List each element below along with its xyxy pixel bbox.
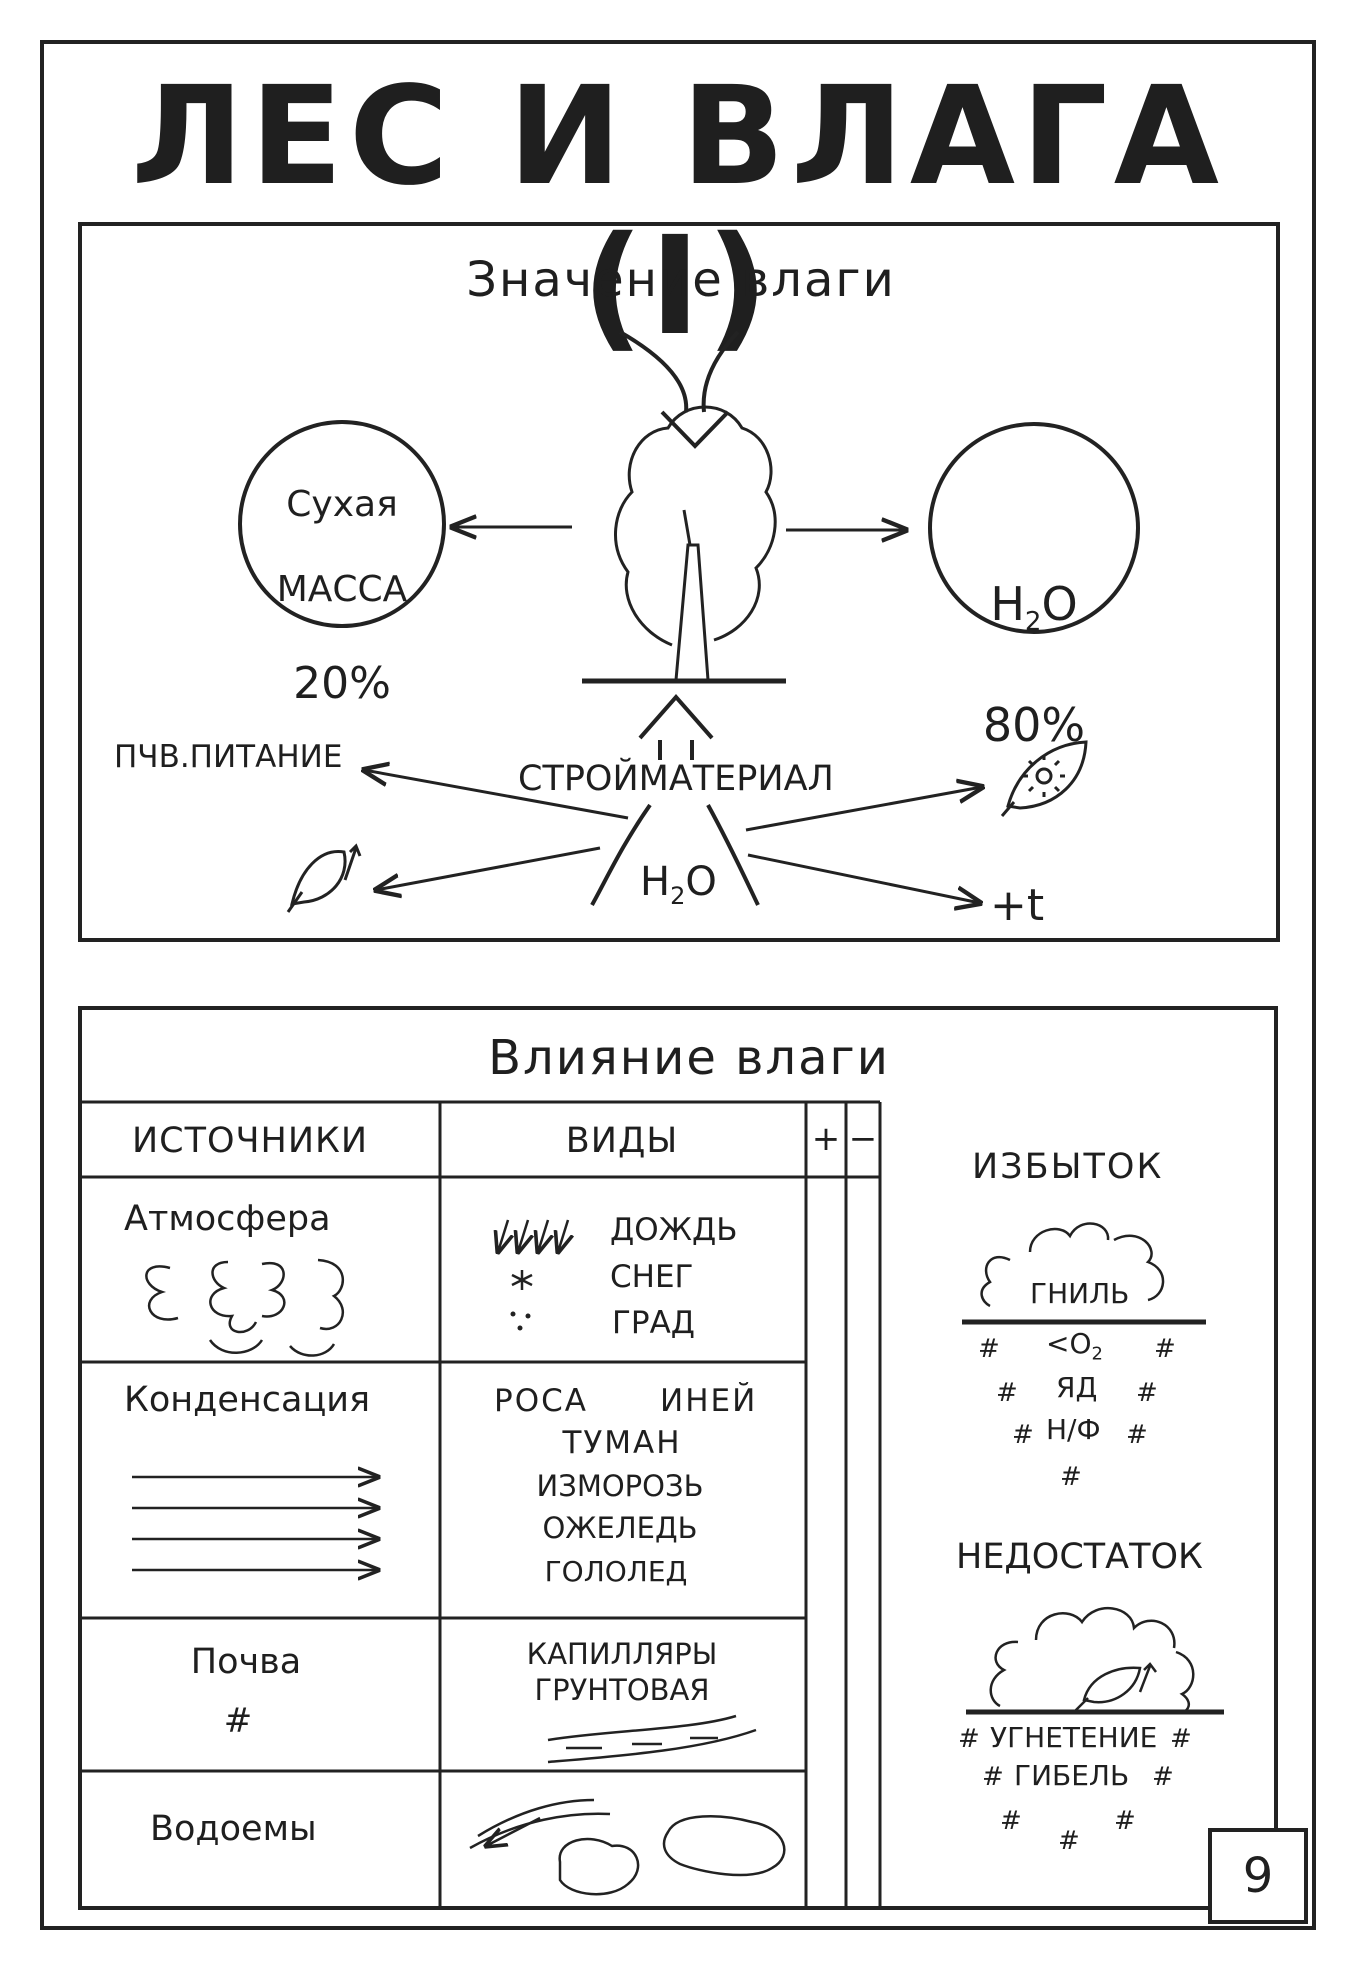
- nf-label: Н/Ф: [1046, 1413, 1101, 1446]
- poison-label: ЯД: [1056, 1371, 1098, 1404]
- deficit-hash-4: #: [1152, 1762, 1174, 1792]
- type-snow: СНЕГ: [610, 1259, 694, 1295]
- leaf-growth-icon: [286, 843, 362, 913]
- type-black-ice: ГОЛОЛЕД: [544, 1555, 688, 1588]
- soil-hash-mark: #: [223, 1701, 253, 1741]
- page-title: ЛЕС И ВЛАГА (I): [131, 58, 1225, 366]
- arrow-temperature: [747, 853, 980, 903]
- arrow-leaf-sun: [745, 787, 982, 832]
- temperature-label: +t: [990, 880, 1045, 931]
- deficit-hash-6: #: [1058, 1826, 1080, 1856]
- page-number: 9: [1242, 1848, 1274, 1904]
- source-condensation: Конденсация: [124, 1380, 371, 1420]
- column-sources-header: ИСТОЧНИКИ: [131, 1121, 369, 1161]
- moisture-influence-panel: [78, 1006, 1278, 1910]
- type-hail: ГРАД: [612, 1305, 696, 1341]
- oppression-label: УГНЕТЕНИЕ: [990, 1721, 1158, 1754]
- deficit-heading: НЕДОСТАТОК: [956, 1537, 1203, 1577]
- deficit-hash-3: #: [982, 1762, 1004, 1792]
- rising-water-arrow: [590, 693, 760, 906]
- dry-mass-label: Сухая МАССА 20%: [240, 442, 444, 753]
- hail-icon: [510, 1311, 531, 1331]
- atmosphere-clouds-icon: [145, 1258, 345, 1357]
- dry-mass-circle: [238, 420, 446, 628]
- snow-icon: [511, 1270, 533, 1290]
- source-atmosphere: Атмосфера: [124, 1199, 331, 1239]
- excess-hash-5: #: [1012, 1420, 1034, 1450]
- death-label: ГИБЕЛЬ: [1014, 1759, 1130, 1792]
- type-rain: ДОЖДЬ: [610, 1212, 738, 1248]
- type-capillaries: КАПИЛЛЯРЫ: [526, 1637, 718, 1671]
- h2o-bottom-label: H2O: [640, 859, 717, 910]
- deficit-cloud-icon: [989, 1607, 1195, 1715]
- column-types-header: ВИДЫ: [565, 1121, 679, 1161]
- deficit-hash-7: #: [1114, 1806, 1136, 1836]
- leaf-sun-icon: [1000, 740, 1088, 817]
- water-value: 80%: [982, 697, 1086, 752]
- water-circle-label: H2O 80%: [930, 468, 1138, 806]
- rot-label: ГНИЛЬ: [1030, 1277, 1130, 1310]
- groundwater-icon: [547, 1714, 757, 1764]
- excess-hash-6: #: [1126, 1420, 1148, 1450]
- type-groundwater: ГРУНТОВАЯ: [534, 1673, 710, 1707]
- deficit-hash-2: #: [1170, 1724, 1192, 1754]
- source-water-bodies: Водоемы: [150, 1809, 317, 1849]
- water-formula: H2O: [990, 576, 1078, 637]
- excess-hash-3: #: [996, 1378, 1018, 1408]
- deficit-hash-1: #: [958, 1724, 980, 1754]
- table-grid: [78, 1100, 882, 1908]
- water-bodies-icon: [469, 1798, 786, 1896]
- soil-nutrition-label: ПЧВ.ПИТАНИЕ: [114, 739, 343, 775]
- excess-hash-4: #: [1136, 1378, 1158, 1408]
- incoming-moisture-arrow: [619, 330, 740, 449]
- condensation-arrows-icon: [132, 1477, 378, 1570]
- arrow-leaf-growth: [376, 846, 601, 890]
- type-dew: РОСА: [494, 1383, 588, 1419]
- type-fog: ТУМАН: [562, 1425, 682, 1461]
- column-plus-header: +: [811, 1119, 841, 1159]
- page-number-box: 9: [1208, 1828, 1308, 1924]
- type-rime: ИЗМОРОЗЬ: [536, 1469, 704, 1503]
- excess-heading: ИЗБЫТОК: [972, 1147, 1164, 1187]
- page-frame: [40, 40, 1316, 1930]
- type-glaze: ОЖЕЛЕДЬ: [542, 1511, 698, 1545]
- excess-cloud-icon: [980, 1222, 1165, 1308]
- dry-mass-value: 20%: [293, 658, 391, 710]
- source-soil: Почва: [190, 1642, 302, 1682]
- arrow-soil-nutrition: [364, 770, 629, 820]
- dry-mass-line2: МАССА: [276, 569, 408, 611]
- type-hoarfrost: ИНЕЙ: [660, 1383, 758, 1419]
- excess-hash-7: #: [1060, 1462, 1082, 1492]
- water-circle: [928, 422, 1140, 634]
- significance-heading: Значение влаги: [466, 252, 896, 308]
- dry-mass-line1: Сухая: [286, 484, 398, 526]
- deficit-hash-5: #: [1000, 1806, 1022, 1836]
- excess-hash-2: #: [1154, 1334, 1176, 1364]
- rain-icon: [498, 1219, 568, 1252]
- building-material-label: СТРОЙМАТЕРИАЛ: [518, 759, 834, 799]
- influence-heading: Влияние влаги: [488, 1030, 890, 1086]
- less-oxygen-label: <O2: [1046, 1327, 1103, 1365]
- excess-hash-1: #: [978, 1334, 1000, 1364]
- moisture-significance-panel: [78, 222, 1280, 942]
- tree-icon: [614, 405, 777, 681]
- column-minus-header: −: [848, 1119, 878, 1159]
